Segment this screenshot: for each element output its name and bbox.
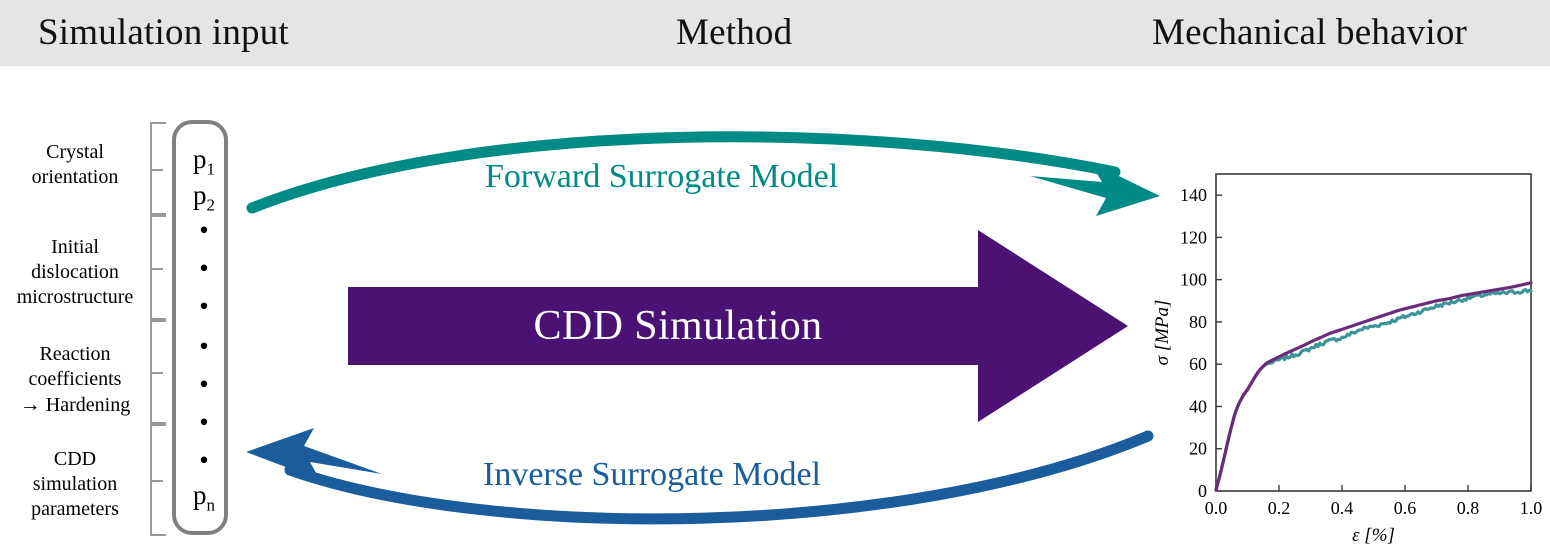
- group-bracket-1: [150, 122, 166, 215]
- param-group-label-line: Crystal: [46, 141, 104, 163]
- header-band: [0, 0, 1550, 66]
- parameter-ellipsis-dot: •: [199, 331, 209, 361]
- y-tick-label: 60: [1189, 354, 1207, 374]
- header-title-mechanical-behavior: Mechanical behavior: [1152, 12, 1468, 53]
- param-group-label-line: → Hardening: [19, 392, 131, 416]
- parameter-p1: p1: [193, 144, 215, 179]
- x-tick-label: 0.6: [1394, 498, 1417, 518]
- group-bracket-3: [150, 320, 166, 424]
- right-arrow-icon: →: [19, 392, 41, 416]
- param-group-label-line: orientation: [31, 166, 119, 188]
- param-group-label-line: dislocation: [31, 261, 119, 283]
- param-group-label-reaction-coefficients: Reaction coefficients→ Hardening: [0, 342, 150, 418]
- param-group-label-initial-dislocation-microstructure: Initial dislocation microstructure: [0, 235, 150, 310]
- series-line-2: [1214, 281, 1533, 492]
- y-tick-label: 80: [1189, 312, 1207, 332]
- plot-frame: [1215, 173, 1532, 492]
- parameter-p2: p2: [193, 180, 215, 215]
- y-tick-label: 0: [1198, 481, 1207, 501]
- y-tick-label: 40: [1189, 396, 1207, 416]
- parameter-ellipsis-dot: •: [199, 253, 209, 283]
- forward-surrogate-model-label: Forward Surrogate Model: [485, 158, 839, 195]
- header-title-simulation-input: Simulation input: [38, 12, 289, 53]
- param-group-label-cdd-simulation-parameters: CDD simulation parameters: [0, 447, 150, 522]
- y-tick-label: 140: [1180, 185, 1207, 205]
- x-tick-label: 0.8: [1457, 498, 1480, 518]
- parameter-ellipsis-dot: •: [199, 369, 209, 399]
- param-group-label-line: Initial: [51, 236, 99, 258]
- header-title-method: Method: [676, 12, 793, 53]
- y-tick-label: 20: [1189, 439, 1207, 459]
- cdd-simulation-arrow: CDD Simulation: [348, 230, 1128, 422]
- parameter-ellipsis-dot: •: [199, 291, 209, 321]
- parameter-ellipsis-dot: •: [199, 407, 209, 437]
- series-line-1: [1214, 288, 1533, 492]
- parameter-ellipsis-dot: •: [199, 215, 209, 245]
- x-tick-label: 1.0: [1520, 498, 1543, 518]
- param-group-label-line: coefficients: [28, 368, 122, 390]
- param-group-label-line: CDD: [53, 448, 97, 470]
- param-group-label-line: parameters: [31, 498, 119, 520]
- x-tick-label: 0.2: [1268, 498, 1291, 518]
- param-group-label-crystal-orientation: Crystal orientation: [0, 140, 150, 190]
- param-group-label-line: simulation: [32, 473, 118, 495]
- x-axis-label: ε [%]: [1352, 525, 1395, 545]
- y-tick-label: 120: [1180, 227, 1207, 247]
- inverse-surrogate-model-label: Inverse Surrogate Model: [483, 456, 822, 493]
- group-bracket-4: [150, 424, 166, 536]
- y-tick-label: 100: [1180, 270, 1207, 290]
- parameter-pn: pn: [193, 480, 215, 515]
- param-group-label-line: microstructure: [16, 286, 134, 308]
- group-bracket-2: [150, 215, 166, 320]
- parameter-ellipsis-dot: •: [199, 445, 209, 475]
- param-group-label-line: Reaction: [39, 343, 111, 365]
- cdd-arrow-shape: [348, 230, 1128, 422]
- y-axis-label: σ [MPa]: [1152, 300, 1173, 366]
- x-tick-label: 0.4: [1331, 498, 1354, 518]
- x-tick-label: 0.0: [1205, 498, 1228, 518]
- cdd-simulation-label: CDD Simulation: [533, 303, 823, 349]
